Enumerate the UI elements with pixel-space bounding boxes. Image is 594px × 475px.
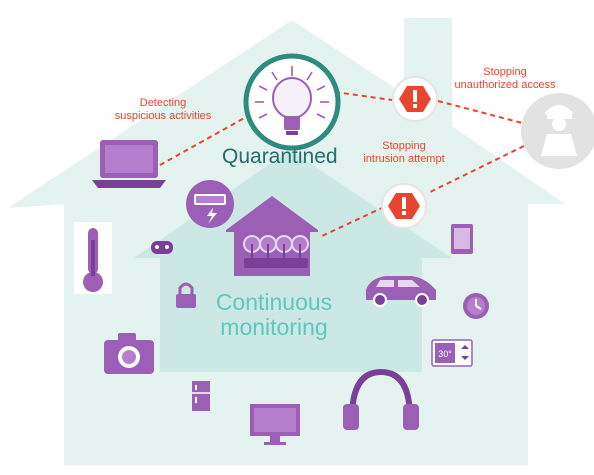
stopping-intrusion-line2: intrusion attempt	[363, 153, 445, 165]
line-alert2-to-router	[321, 206, 385, 237]
clock-icon	[463, 293, 489, 319]
fridge-icon	[192, 381, 210, 411]
detecting-line1: Detecting	[139, 97, 187, 109]
line-laptop-to-bulb	[159, 115, 249, 166]
intruder-icon	[521, 93, 594, 169]
monitoring-line2: monitoring	[220, 314, 328, 340]
stopping-intrusion-label: Stopping intrusion attempt	[348, 140, 460, 166]
camera-icon	[104, 333, 154, 374]
continuous-monitoring-label: Continuous monitoring	[186, 290, 362, 340]
thermostat-icon: 30°	[431, 339, 473, 367]
quarantined-label: Quarantined	[222, 145, 338, 168]
threat-lines	[159, 91, 527, 237]
monitor-icon	[250, 404, 300, 445]
stopping-unauthorized-line1: Stopping	[483, 66, 527, 78]
router-icon	[226, 196, 318, 276]
headphones-icon	[343, 368, 419, 430]
tablet-icon	[451, 224, 473, 254]
line-bulb-to-alert	[334, 91, 393, 101]
alert-icon	[381, 183, 427, 229]
detecting-line2: suspicious activities	[114, 110, 212, 122]
monitoring-line1: Continuous	[215, 289, 333, 315]
lock-icon	[176, 282, 196, 308]
stopping-unauthorized-line2: unauthorized access	[454, 79, 556, 91]
thermometer-icon	[74, 222, 112, 294]
stopping-intrusion-line1: Stopping	[382, 140, 426, 152]
light-bulb-icon	[243, 53, 341, 151]
laptop-icon	[92, 140, 166, 188]
line-alert-to-intruder	[437, 100, 527, 125]
thermostat-readout: 30°	[438, 349, 452, 359]
gamepad-icon	[151, 241, 173, 254]
alert-icon	[392, 76, 438, 122]
car-icon	[366, 276, 436, 307]
smart-meter-icon	[186, 180, 234, 228]
stopping-unauthorized-label: Stopping unauthorized access	[440, 66, 570, 92]
detecting-label: Detecting suspicious activities	[104, 97, 222, 123]
